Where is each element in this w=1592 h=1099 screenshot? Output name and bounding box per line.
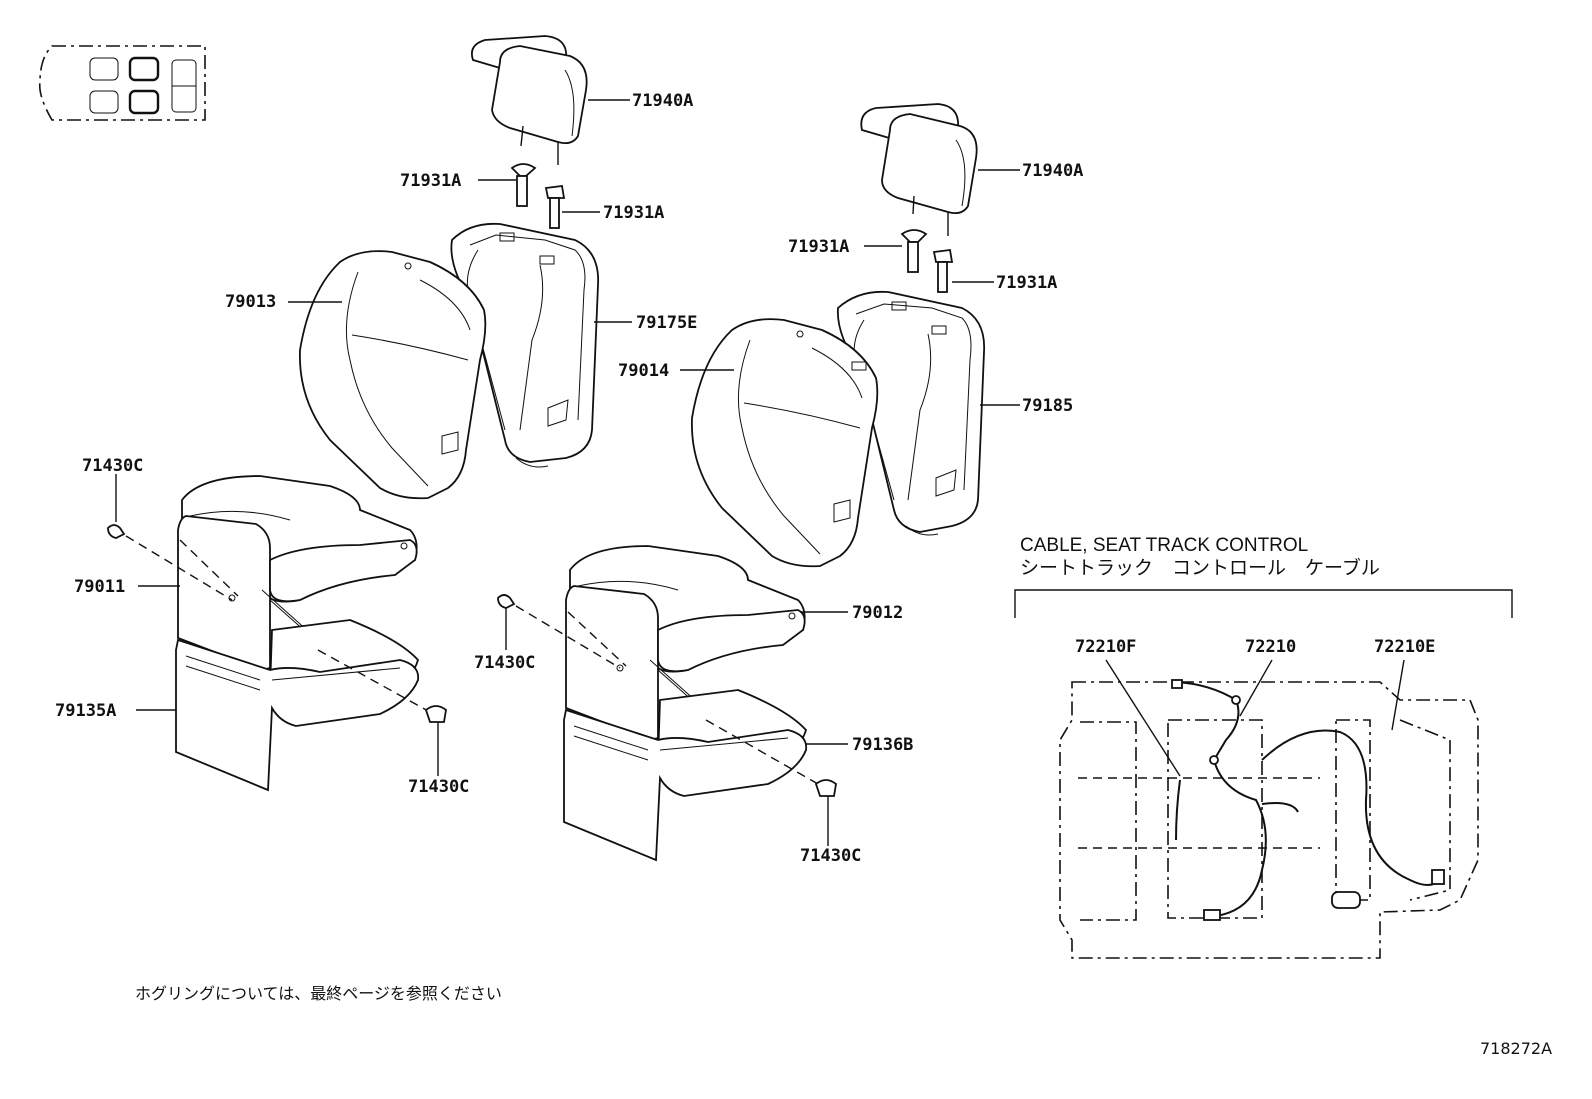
hog-ring-mid — [497, 594, 516, 650]
label-support-left-1: 71931A — [400, 171, 461, 191]
hog-ring-bottom-right — [814, 779, 837, 846]
label-cable-f: 72210F — [1075, 637, 1136, 657]
label-back-cover-left: 79013 — [225, 292, 276, 312]
label-cable: 72210 — [1245, 637, 1296, 657]
cable-inset — [1014, 589, 1513, 959]
label-hog-ring-top-left: 71430C — [82, 456, 143, 476]
vehicle-locator-icon — [38, 45, 206, 121]
hog-ring-bottom-left — [424, 705, 447, 776]
figure-id: 718272A — [1480, 1039, 1552, 1058]
inset-title-jp: シートトラック コントロール ケーブル — [1020, 556, 1380, 579]
support-right-2 — [932, 248, 954, 293]
seat-back-right-front — [691, 318, 879, 568]
label-cushion-left-lower: 79135A — [55, 701, 116, 721]
label-hog-ring-bottom-left: 71430C — [408, 777, 469, 797]
label-hog-ring-mid: 71430C — [474, 653, 535, 673]
label-cushion-right: 79012 — [852, 603, 903, 623]
label-headrest-right: 71940A — [1022, 161, 1083, 181]
label-support-left-2: 71931A — [603, 203, 664, 223]
seat-back-left-rear — [450, 222, 599, 468]
hog-ring-note: ホグリングについては、最終ページを参照ください — [135, 984, 502, 1003]
label-back-cover-left-rear: 79175E — [636, 313, 697, 333]
label-hog-ring-bottom-right: 71430C — [800, 846, 861, 866]
label-support-right-1: 71931A — [788, 237, 849, 257]
label-support-right-2: 71931A — [996, 273, 1057, 293]
label-cushion-left: 79011 — [74, 577, 125, 597]
label-back-cover-right-rear: 79185 — [1022, 396, 1073, 416]
support-left-1 — [510, 163, 537, 207]
seat-cushion-right — [563, 545, 808, 862]
seat-cushion-left — [175, 475, 420, 792]
headrest-right — [860, 103, 978, 236]
label-back-cover-right: 79014 — [618, 361, 669, 381]
inset-title-en: CABLE, SEAT TRACK CONTROL — [1020, 535, 1308, 556]
label-cable-e: 72210E — [1374, 637, 1435, 657]
support-left-2 — [544, 184, 566, 229]
seat-back-left-front — [299, 250, 487, 500]
label-cushion-right-lower: 79136B — [852, 735, 913, 755]
headrest-left — [470, 35, 588, 165]
hog-ring-top-left — [107, 474, 126, 539]
label-headrest-left: 71940A — [632, 91, 693, 111]
support-right-1 — [900, 229, 928, 273]
